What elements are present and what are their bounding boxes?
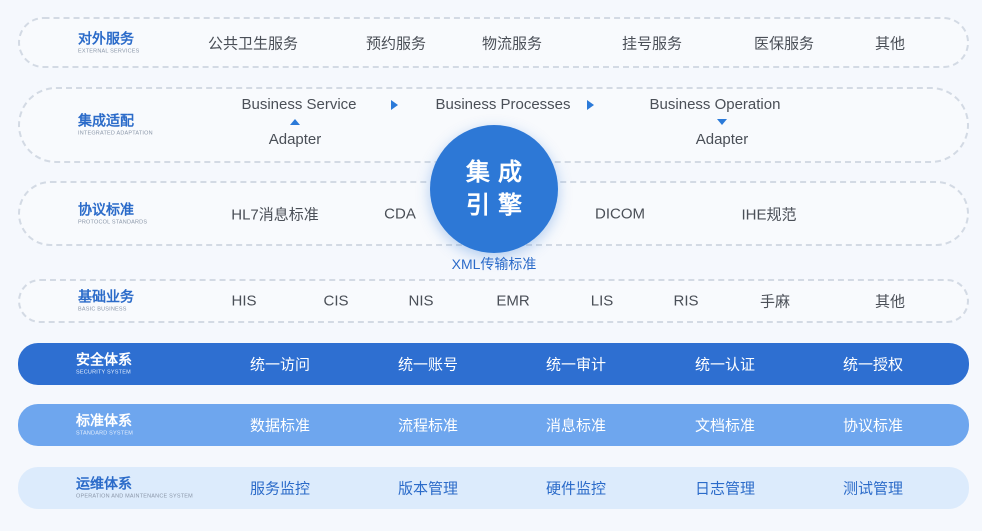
protocol-label: 协议标准 PROTOCOL STANDARDS (78, 201, 147, 226)
security-system-label: 安全体系 SECURITY SYSTEM (76, 352, 132, 377)
protocol-item-hl7: HL7消息标准 (231, 206, 319, 223)
basic-item-his: HIS (231, 292, 257, 310)
business-processes-text: Business Processes (435, 96, 571, 113)
security-system-row: 安全体系 SECURITY SYSTEM 统一访问 统一账号 统一审计 统一认证… (18, 343, 969, 385)
external-item-appointment: 预约服务 (365, 35, 427, 52)
standard-item-data: 数据标准 (249, 417, 311, 435)
operations-item-test-management: 测试管理 (842, 480, 904, 498)
standard-system-row: 标准体系 STANDARD SYSTEM 数据标准 流程标准 消息标准 文档标准… (18, 404, 969, 446)
basic-item-other: 其他 (874, 293, 906, 311)
basic-item-lis: LIS (590, 292, 614, 310)
external-services-title: 对外服务 (78, 30, 134, 46)
basic-item-anesthesia: 手麻 (759, 293, 791, 311)
operations-system-row: 运维体系 OPERATION AND MAINTENANCE SYSTEM 服务… (18, 467, 969, 509)
operations-item-version-management: 版本管理 (397, 480, 459, 498)
security-system-title: 安全体系 (76, 351, 132, 368)
security-item-authentication: 统一认证 (694, 356, 756, 374)
arrow-right-icon (587, 100, 594, 110)
integration-engine: 集成 引擎 (430, 125, 558, 253)
standard-item-protocol: 协议标准 (842, 417, 904, 435)
basic-item-ris: RIS (673, 292, 699, 310)
basic-business-label: 基础业务 BASIC BUSINESS (78, 289, 134, 314)
business-operation-text: Business Operation (649, 96, 781, 113)
security-system-subtitle: SECURITY SYSTEM (76, 369, 131, 376)
engine-text-line1: 集成 (466, 159, 530, 186)
basic-item-cis: CIS (323, 292, 349, 310)
adapter-right-text: Adapter (695, 131, 749, 148)
integration-label: 集成适配 INTEGRATED ADAPTATION (78, 113, 153, 138)
security-item-authorization: 统一授权 (842, 356, 904, 374)
protocol-item-dicom: DICOM (595, 205, 645, 222)
external-item-public-health: 公共卫生服务 (207, 35, 299, 52)
protocol-item-ihe: IHE规范 (741, 206, 797, 223)
basic-item-nis: NIS (408, 292, 434, 310)
integration-title: 集成适配 (78, 112, 134, 129)
protocol-subtitle: PROTOCOL STANDARDS (78, 219, 148, 225)
arrow-up-icon (290, 119, 300, 125)
arrow-right-icon (391, 100, 398, 110)
standard-system-label: 标准体系 STANDARD SYSTEM (76, 413, 133, 438)
external-item-insurance: 医保服务 (753, 35, 815, 52)
arrow-down-icon (717, 119, 727, 125)
standard-system-title: 标准体系 (76, 412, 132, 429)
adapter-left-text: Adapter (268, 131, 322, 148)
operations-system-subtitle: OPERATION AND MAINTENANCE SYSTEM (76, 493, 193, 500)
operations-item-hardware-monitoring: 硬件监控 (545, 480, 607, 498)
external-services-label: 对外服务 EXTERNAL SERVICES (78, 30, 139, 55)
basic-business-subtitle: BASIC BUSINESS (78, 306, 127, 313)
external-item-logistics: 物流服务 (481, 35, 543, 52)
protocol-title: 协议标准 (78, 201, 134, 217)
basic-business-row: 基础业务 BASIC BUSINESS HIS CIS NIS EMR LIS … (18, 279, 969, 323)
external-item-registration: 挂号服务 (621, 35, 683, 52)
security-item-account: 统一账号 (397, 356, 459, 374)
operations-system-title: 运维体系 (76, 475, 132, 492)
xml-transport-standard: XML传输标准 (451, 256, 537, 272)
business-service-text: Business Service (241, 96, 357, 113)
operations-system-label: 运维体系 OPERATION AND MAINTENANCE SYSTEM (76, 476, 193, 501)
operations-item-service-monitoring: 服务监控 (249, 480, 311, 498)
standard-item-message: 消息标准 (545, 417, 607, 435)
external-item-other: 其他 (874, 35, 906, 52)
security-item-access: 统一访问 (249, 356, 311, 374)
standard-item-document: 文档标准 (694, 417, 756, 435)
external-services-row: 对外服务 EXTERNAL SERVICES 公共卫生服务 预约服务 物流服务 … (18, 17, 969, 68)
engine-text-line2: 引擎 (466, 192, 530, 219)
protocol-item-cda: CDA (384, 205, 416, 222)
standard-item-process: 流程标准 (397, 417, 459, 435)
operations-item-log-management: 日志管理 (694, 480, 756, 498)
basic-business-title: 基础业务 (78, 288, 134, 305)
standard-system-subtitle: STANDARD SYSTEM (76, 430, 133, 437)
integration-subtitle: INTEGRATED ADAPTATION (78, 130, 153, 137)
security-item-audit: 统一审计 (545, 356, 607, 374)
basic-item-emr: EMR (496, 292, 530, 310)
external-services-subtitle: EXTERNAL SERVICES (78, 48, 140, 54)
